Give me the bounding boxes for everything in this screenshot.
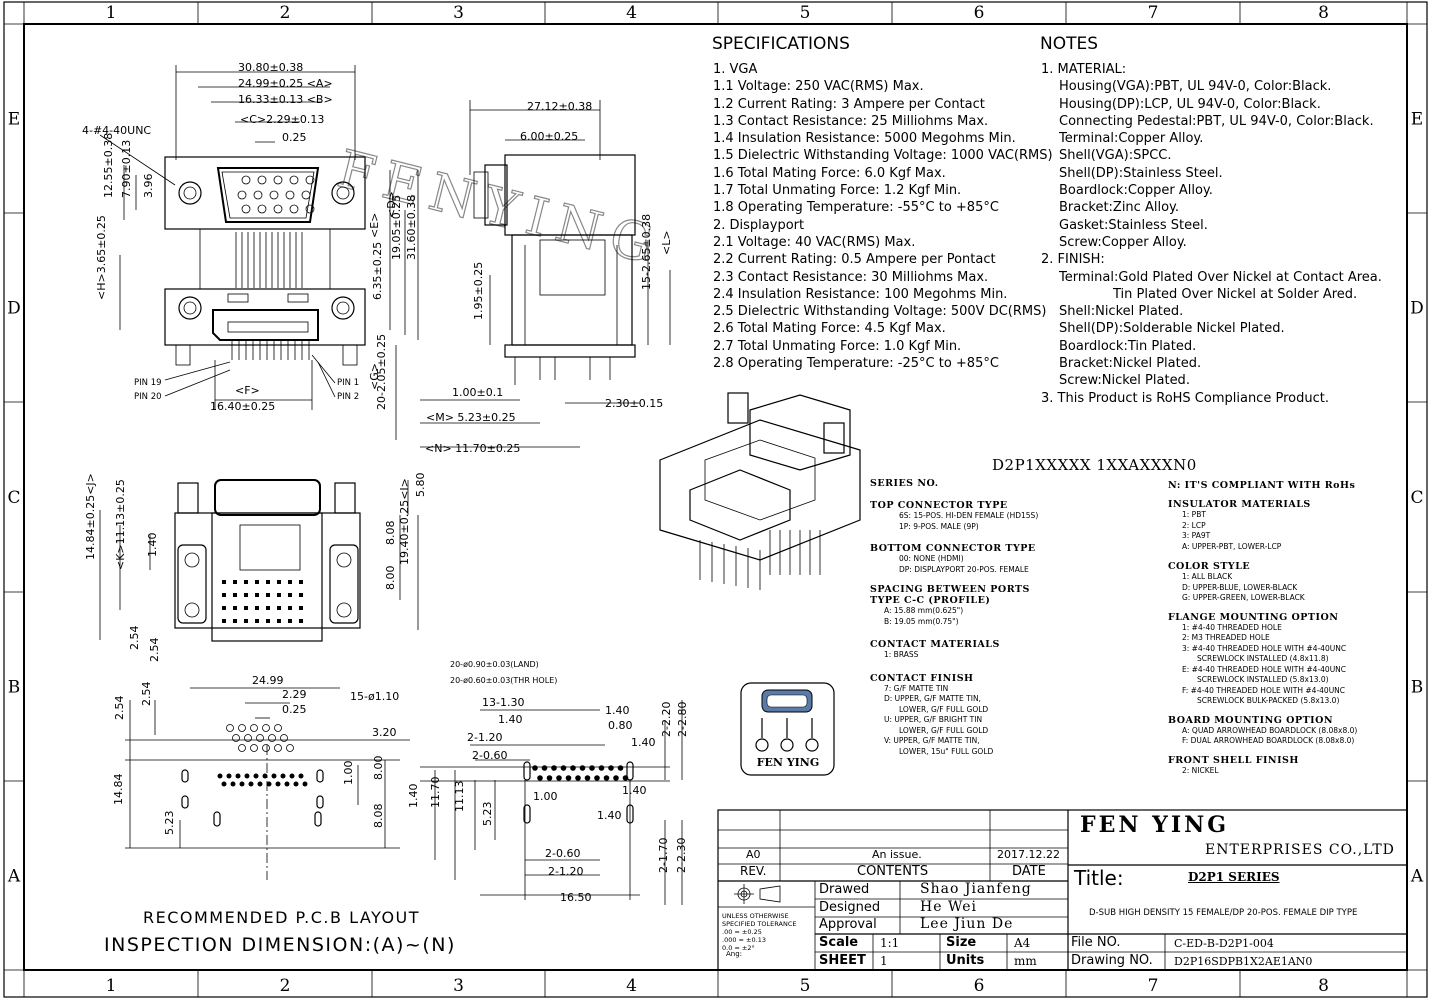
grid-row-label: E xyxy=(1411,110,1423,130)
grid-row-label: A xyxy=(7,867,21,887)
grid-row-label: D xyxy=(7,299,21,319)
inner-border xyxy=(23,23,1408,971)
outer-border xyxy=(3,1,1428,998)
pcb-layout-left xyxy=(125,687,410,880)
grid-row-label: E xyxy=(8,110,20,130)
grid-col-label: 2 xyxy=(280,3,291,23)
grid-col-label: 8 xyxy=(1318,3,1329,23)
pcb-layout-right xyxy=(420,700,683,905)
grid-col-label: 4 xyxy=(626,976,637,996)
grid-row-label: B xyxy=(8,678,21,698)
grid-col-label: 3 xyxy=(453,976,464,996)
grid-col-label: 8 xyxy=(1318,976,1329,996)
grid-ticks xyxy=(4,2,1427,997)
grid-col-label: 4 xyxy=(626,3,637,23)
front-view xyxy=(99,65,419,440)
grid-col-label: 7 xyxy=(1148,3,1159,23)
grid-col-label: 6 xyxy=(974,976,985,996)
grid-row-label: B xyxy=(1411,678,1424,698)
grid-row-label: A xyxy=(1410,867,1424,887)
grid-row-label: D xyxy=(1410,299,1424,319)
grid-col-label: 6 xyxy=(974,3,985,23)
side-view xyxy=(420,100,671,448)
grid-col-label: 5 xyxy=(800,3,811,23)
title-block xyxy=(717,809,1408,971)
grid-col-label: 1 xyxy=(106,3,117,23)
fen-ying-logo xyxy=(740,682,835,776)
grid-col-label: 3 xyxy=(453,3,464,23)
bottom-front-view xyxy=(99,479,419,642)
grid-row-label: C xyxy=(7,488,20,508)
grid-col-label: 1 xyxy=(106,976,117,996)
grid-col-label: 7 xyxy=(1148,976,1159,996)
grid-row-label: C xyxy=(1410,488,1423,508)
watermark: FENYING xyxy=(332,139,668,277)
iso-view xyxy=(659,392,861,590)
grid-col-label: 5 xyxy=(800,976,811,996)
grid-col-label: 2 xyxy=(280,976,291,996)
